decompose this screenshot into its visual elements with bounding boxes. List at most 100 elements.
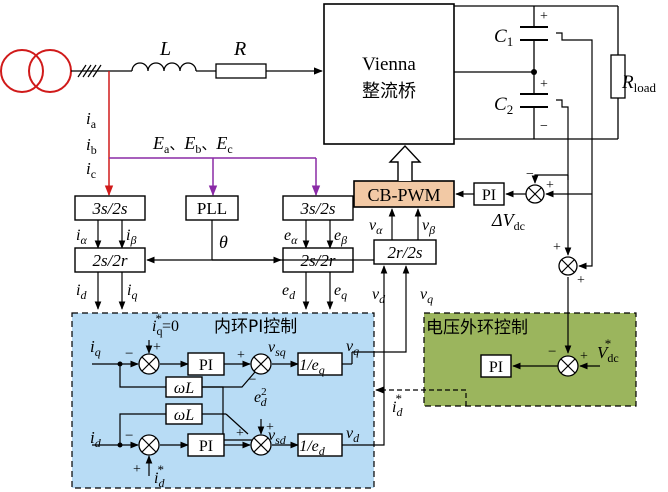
outer-loop-title: 电压外环控制 — [426, 318, 528, 338]
park-current-block — [74, 247, 146, 273]
id-input-label: id — [90, 428, 102, 450]
v-d-output-label: vd — [372, 286, 386, 306]
svg-text:−: − — [526, 167, 534, 182]
v-sq-label: vsq — [268, 339, 286, 359]
svg-text:+: + — [546, 178, 554, 193]
resistor-symbol — [215, 63, 267, 79]
svg-text:+: + — [540, 9, 548, 24]
svg-text:+: + — [237, 348, 245, 363]
cb-pwm-block — [353, 180, 455, 208]
vienna-rectifier-block — [323, 3, 455, 145]
inv-ed-block — [297, 433, 343, 457]
voltage-sense-line — [109, 157, 321, 197]
resistor-label: R — [233, 38, 246, 60]
svg-text:+: + — [540, 77, 548, 92]
outer-loop-region — [423, 312, 637, 407]
id-ref-feed-line — [375, 386, 467, 406]
dc-voltage-sum-junction — [558, 256, 578, 276]
phase-current-labels: ia ib ic — [86, 109, 97, 181]
svg-text:2r/2s: 2r/2s — [388, 243, 423, 262]
svg-text:ia: ia — [86, 109, 97, 131]
svg-text:−: − — [548, 344, 556, 360]
hollow-arrow-to-rectifier — [388, 144, 422, 181]
inverse-park-block — [373, 239, 437, 265]
v-beta-label: vβ — [422, 217, 435, 237]
capacitor-c1 — [520, 26, 548, 41]
transformer-icon — [0, 49, 72, 93]
svg-text:+: + — [580, 349, 588, 364]
dc-error-sum-junction — [525, 184, 545, 204]
svg-text:+: + — [133, 462, 141, 477]
q-error-sum-junction — [138, 353, 160, 375]
svg-text:PI: PI — [489, 359, 503, 376]
midpoint-node — [531, 69, 537, 75]
q-decouple-sum-junction — [250, 353, 272, 375]
svg-text:−: − — [248, 372, 256, 388]
inductor-label: L — [159, 38, 171, 60]
pll-block — [185, 195, 239, 221]
e-alpha-label: eα — [284, 227, 298, 247]
svg-text:3s/2s: 3s/2s — [92, 199, 128, 218]
vdc-ref-label: Vdc* — [597, 336, 619, 365]
load-label: Rload — [621, 72, 656, 95]
clarke-current-block — [74, 195, 146, 221]
pi-d-block — [187, 433, 225, 457]
v-alpha-label: vα — [369, 217, 383, 237]
pi-q-block — [187, 352, 225, 376]
e-beta-label: eβ — [334, 227, 347, 247]
d-error-sum-junction — [138, 434, 160, 456]
v-sd-label: vsd — [268, 427, 287, 447]
pi-outer-block — [480, 354, 512, 378]
svg-text:+: + — [553, 240, 561, 255]
i-q-feedback-label: iq — [127, 282, 137, 302]
rectifier-label: 整流桥 — [362, 81, 416, 102]
voltage-sense-lines — [556, 32, 593, 235]
delta-vdc-label: ΔVdc — [491, 210, 525, 233]
omega-l-block-lower — [165, 403, 203, 425]
d-decouple-sum-junction — [250, 434, 272, 456]
svg-text:ωL: ωL — [174, 407, 194, 424]
svg-text:PI: PI — [199, 438, 213, 455]
phase-voltage-labels: Ea、Eb、Ec — [152, 133, 233, 156]
svg-text:CB-PWM: CB-PWM — [367, 185, 440, 205]
svg-text:−: − — [125, 428, 133, 444]
inner-loop-wiring — [92, 340, 353, 476]
svg-text:ic: ic — [86, 159, 96, 181]
inner-loop-title: 内环PI控制 — [214, 317, 297, 337]
i-d-feedback-label: id — [76, 282, 87, 302]
svg-text:PLL: PLL — [197, 199, 227, 218]
clarke-voltage-block — [282, 195, 354, 221]
svg-text:ib: ib — [86, 135, 97, 157]
e-d-label: ed — [282, 282, 296, 302]
theta-label: θ — [219, 232, 228, 252]
inductor-coil — [131, 62, 197, 72]
svg-text:PI: PI — [482, 187, 496, 204]
theta-line — [146, 220, 402, 264]
capacitor-c2 — [520, 93, 548, 108]
svg-text:+: + — [266, 420, 274, 435]
id-ref-outer-label: id* — [392, 391, 403, 419]
inv-eq-block — [297, 352, 343, 376]
c1-label: C1 — [494, 26, 513, 49]
svg-text:3s/2s: 3s/2s — [300, 199, 336, 218]
e-q-label: eq — [334, 282, 347, 302]
iq-input-label: iq — [90, 337, 101, 359]
v-d-inner-label: vd — [346, 425, 360, 445]
c2-label: C2 — [494, 94, 513, 117]
v-q-inner-label: vq — [346, 338, 359, 358]
svg-text:+: + — [236, 426, 244, 441]
three-phase-hatch-icon — [77, 64, 102, 78]
svg-text:+: + — [153, 340, 161, 355]
omega-l-block-upper — [165, 376, 203, 398]
svg-text:−: − — [540, 119, 548, 134]
svg-text:PI: PI — [199, 357, 213, 374]
svg-text:ωL: ωL — [174, 380, 194, 397]
svg-text:+: + — [577, 273, 585, 288]
svg-text:1/eq: 1/eq — [299, 357, 325, 377]
load-resistor — [610, 54, 626, 99]
svg-text:−: − — [125, 346, 133, 362]
svg-text:1/ed: 1/ed — [299, 438, 326, 458]
iq-ref-label: iq*=0 — [152, 311, 179, 338]
